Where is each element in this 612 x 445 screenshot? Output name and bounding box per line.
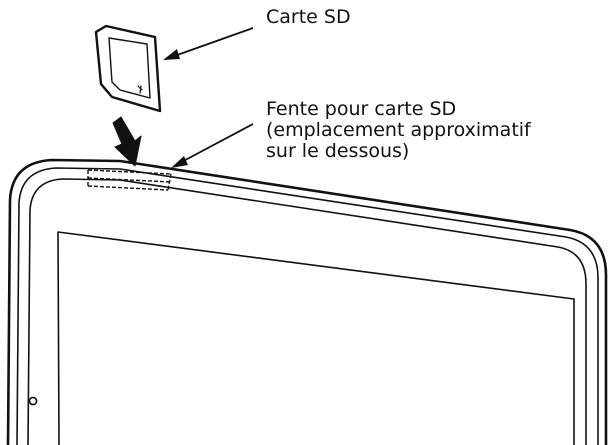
sd-card-body [94,24,162,113]
camera-icon [28,396,38,406]
leader-line-sd-slot [171,123,254,168]
tablet-outer-edge [6,158,608,445]
sd-card-notch [137,85,143,94]
sd-card-icon [94,24,162,113]
tablet-screen [57,231,575,445]
sd-slot-callout-line-1: Fente pour carte SD [266,98,457,120]
sd-card-label-area [108,37,151,99]
sd-card-callout: Carte SD [266,6,351,28]
sd-slot-marker [87,169,172,191]
leader-line-sd-card [163,27,254,60]
sd-slot-callout-line-3: sur le dessous) [266,140,410,162]
tablet-inner-edge [16,167,599,445]
insert-arrow-icon [112,116,142,167]
sd-slot-callout-line-2: (emplacement approximatif [266,119,531,141]
sd-slot-callout: Fente pour carte SD (emplacement approxi… [266,99,531,162]
tablet-device [6,158,608,445]
